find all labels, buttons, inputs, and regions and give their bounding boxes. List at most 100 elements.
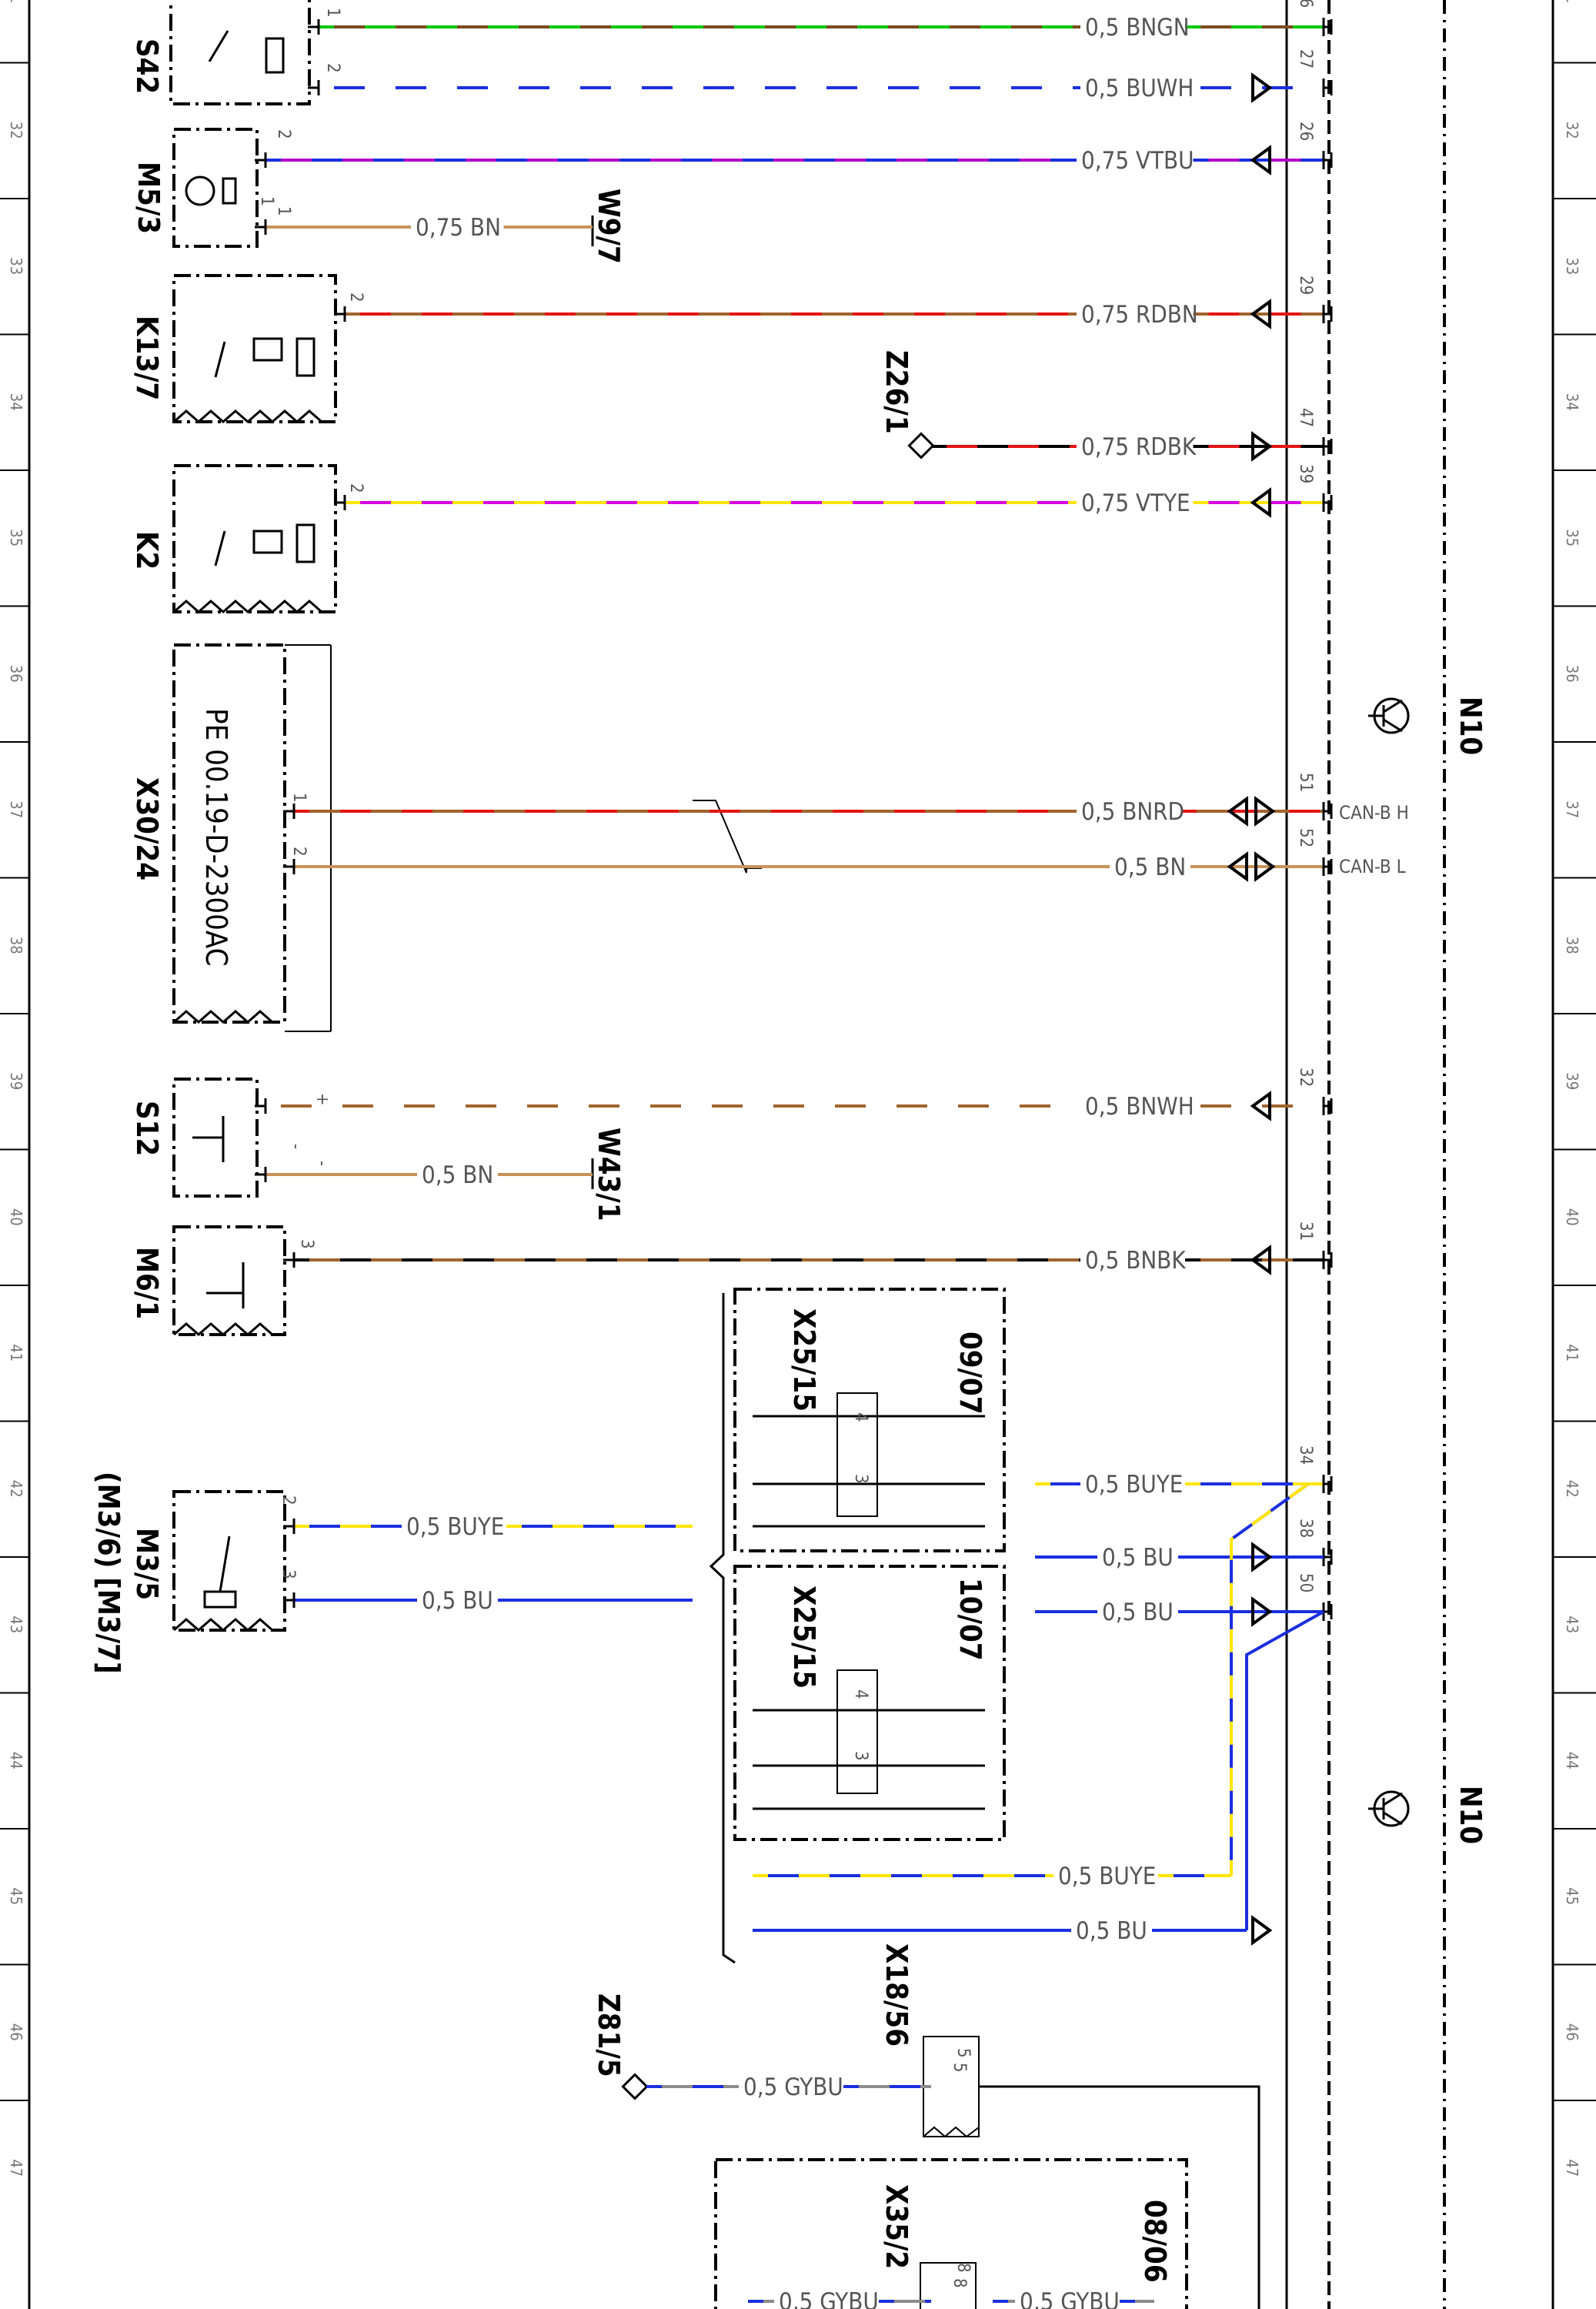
zone-label: 36 — [7, 665, 25, 683]
zone-label: 39 — [7, 1072, 25, 1090]
wire-0: 0,5 BNGN26 — [308, 0, 1333, 42]
wire-18: 0,5 BU 3 — [279, 1569, 693, 1615]
arrow-icon — [1251, 1596, 1273, 1627]
connector-pin: 3 — [851, 1751, 870, 1761]
wire-11: 0,5 BNBK 31 — [283, 1221, 1333, 1275]
wire-label: 0,75 VTYE — [1081, 490, 1190, 517]
wire-label: 0,5 BU — [1102, 1599, 1174, 1626]
zone-label: 47 — [1563, 2159, 1581, 2177]
svg-text:W43/1: W43/1 — [592, 1128, 626, 1221]
pin-number: 32 — [1296, 1068, 1315, 1087]
arrow-icon — [1250, 299, 1271, 329]
wire-label: 0,75 RDBK — [1081, 433, 1197, 461]
pin-number: 51 — [1296, 773, 1315, 792]
zone-label: 46 — [7, 2023, 25, 2041]
wire-14: 0,5 BU 50 — [1035, 1573, 1333, 1627]
wire-label: 0,5 BNRD — [1081, 798, 1184, 826]
zone-label: 45 — [7, 1887, 25, 1905]
pin-number: 3 — [279, 1569, 298, 1579]
component-pin: 2 — [323, 63, 342, 73]
zone-label: 45 — [1563, 1887, 1581, 1905]
arrow-icon — [1251, 431, 1273, 462]
arrow-icon — [1250, 487, 1271, 518]
zone-label: 46 — [1563, 2023, 1581, 2041]
component-pin: 2 — [274, 129, 293, 139]
n10-label-2: N10 — [1454, 1786, 1487, 1844]
svg-text:08/06: 08/06 — [1138, 2200, 1172, 2283]
wire-label: 0,5 BNBK — [1085, 1247, 1186, 1275]
arrow-icon — [1227, 796, 1276, 827]
wire-label: 0,5 BU — [422, 1587, 493, 1615]
svg-text:(M3/6) [M3/7]: (M3/6) [M3/7] — [92, 1472, 125, 1674]
svg-text:K13/7: K13/7 — [130, 316, 164, 400]
can-high-label: CAN-B H — [1339, 802, 1409, 824]
zone-label: 40 — [7, 1208, 25, 1226]
pin-number: 50 — [1296, 1573, 1315, 1592]
n10-label: N10 — [1454, 697, 1487, 755]
arrow-icon — [1251, 72, 1273, 103]
splice-z26-1: Z26/1 — [880, 350, 935, 459]
svg-text:PE 00.19-D-2300AC: PE 00.19-D-2300AC — [199, 708, 233, 967]
wire-label: 0,75 RDBN — [1081, 301, 1198, 329]
component-pin: 2 — [346, 483, 366, 493]
zone-label: 39 — [1563, 1072, 1581, 1090]
wire-label: 0,5 BUYE — [406, 1513, 504, 1541]
svg-text:W9/7: W9/7 — [592, 189, 626, 264]
can-low-label: CAN-B L — [1339, 856, 1406, 877]
connector-x25-15-bottom: X25/15 10/07 — [733, 1565, 1006, 1841]
component-m5-3: M5/3 — [132, 128, 259, 248]
component-pin: + — [312, 1093, 332, 1106]
pin-number: 31 — [1296, 1221, 1315, 1241]
svg-text:S42: S42 — [130, 38, 164, 94]
component-pin: - — [312, 1161, 332, 1166]
svg-text:X18/56: X18/56 — [880, 1943, 913, 2047]
zone-label: 40 — [1563, 1208, 1581, 1226]
zone-ruler: 3131323233333434353536363737383839394040… — [0, 0, 1596, 2177]
zone-label: 44 — [1563, 1752, 1581, 1769]
zone-label: 32 — [1563, 122, 1581, 139]
zone-label: 42 — [1563, 1480, 1581, 1498]
arrow-icon — [1251, 1915, 1273, 1946]
connector-pin: 4 — [851, 1412, 870, 1422]
connector-x18-56: X18/56 — [880, 1943, 980, 2138]
component-k2: K2 — [130, 464, 337, 613]
zone-label: 33 — [7, 257, 25, 275]
svg-text:K2: K2 — [130, 531, 164, 570]
wire-label: 0,5 BU — [1076, 1917, 1147, 1945]
n10-bus: N10 N10 — [1285, 0, 1487, 2309]
wire-label: 0,5 GYBU — [779, 2288, 879, 2309]
wire-label: 0,5 BUYE — [1058, 1863, 1156, 1890]
pin-number: 38 — [1296, 1519, 1315, 1538]
zone-label: 31 — [7, 0, 25, 3]
arrow-icon — [1227, 851, 1276, 882]
pin-number: - — [286, 1144, 306, 1149]
component-s42: S42 — [130, 0, 311, 105]
component-x30-24: PE 00.19-D-2300AC X30/24 — [130, 643, 332, 1032]
wire-16: 0,5 BU — [753, 1915, 1273, 1946]
wire-label: 0,5 BU — [1102, 1544, 1174, 1572]
component-pin: 2 — [289, 847, 309, 857]
component-pin: 2 — [346, 292, 366, 302]
connector-x35-2: X35/2 08/06 — [714, 2158, 1188, 2309]
pin-number: 2 — [279, 1495, 298, 1505]
wire-label: 0,5 BN — [1114, 854, 1186, 881]
zone-label: 41 — [7, 1344, 25, 1362]
pin-number: 8 — [953, 2263, 973, 2273]
wire-label: 0,5 BN — [422, 1161, 493, 1189]
pin-number: 52 — [1296, 828, 1315, 847]
zone-label: 31 — [1563, 0, 1581, 3]
pin-number: 27 — [1296, 49, 1315, 69]
wire-label: 0,5 GYBU — [743, 2073, 843, 2101]
component-m3-5: M3/5 (M3/6) [M3/7] — [92, 1472, 286, 1674]
zone-label: 32 — [7, 122, 25, 139]
wire-15: 0,5 BUYE — [753, 1863, 1231, 1890]
zone-label: 38 — [7, 937, 25, 954]
pin-number: 1 — [257, 196, 276, 206]
